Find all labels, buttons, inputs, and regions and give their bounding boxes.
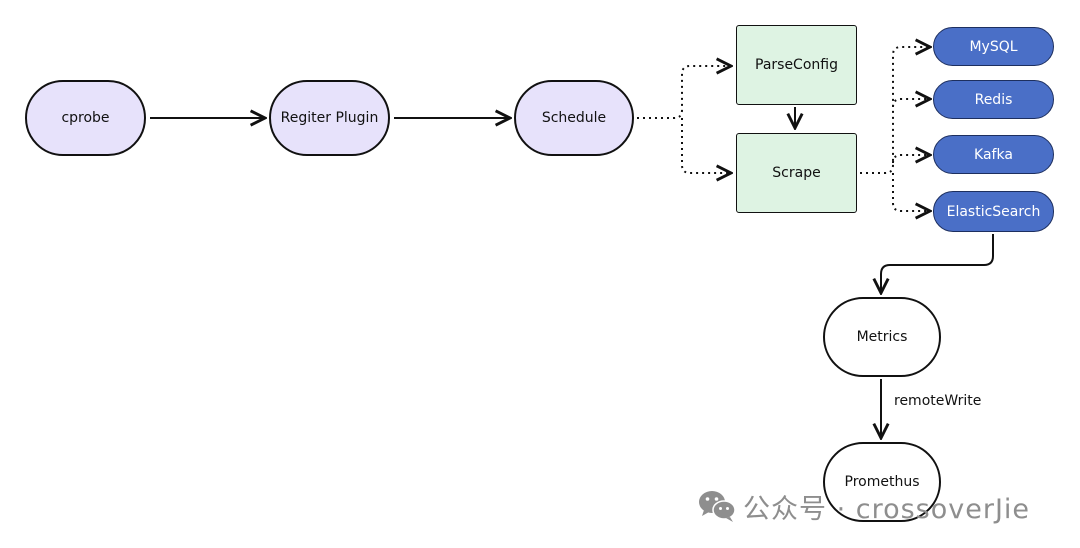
node-kafka[interactable]: Kafka bbox=[933, 135, 1054, 174]
node-schedule-label: Schedule bbox=[541, 110, 607, 126]
node-register-plugin[interactable]: Regiter Plugin bbox=[269, 80, 390, 156]
node-parse-config-label: ParseConfig bbox=[755, 57, 838, 73]
edge-schedule-to-scrape bbox=[681, 118, 731, 173]
node-kafka-label: Kafka bbox=[974, 146, 1013, 163]
watermark-text: 公众号 · crossoverJie bbox=[743, 493, 1031, 525]
edge-label-remote-write: remoteWrite bbox=[894, 393, 982, 409]
edge-scrape-to-mysql bbox=[860, 47, 930, 174]
node-schedule[interactable]: Schedule bbox=[514, 80, 634, 156]
node-elasticsearch-label: ElasticSearch bbox=[946, 203, 1041, 220]
node-register-plugin-label: Regiter Plugin bbox=[280, 110, 379, 126]
edge-scrape-to-kafka bbox=[892, 155, 930, 163]
node-promethus-label: Promethus bbox=[844, 474, 920, 490]
node-mysql[interactable]: MySQL bbox=[933, 27, 1054, 66]
wechat-icon bbox=[699, 491, 736, 522]
edge-scrape-to-redis bbox=[892, 99, 930, 107]
node-redis-label: Redis bbox=[974, 91, 1013, 108]
node-metrics[interactable]: Metrics bbox=[823, 297, 941, 377]
node-cprobe-label: cprobe bbox=[61, 110, 110, 126]
edge-elasticsearch-to-metrics bbox=[881, 234, 994, 293]
node-parse-config[interactable]: ParseConfig bbox=[736, 25, 857, 105]
node-scrape-label: Scrape bbox=[772, 165, 821, 181]
node-elasticsearch[interactable]: ElasticSearch bbox=[933, 191, 1054, 232]
node-scrape[interactable]: Scrape bbox=[736, 133, 857, 213]
node-cprobe[interactable]: cprobe bbox=[25, 80, 146, 156]
node-promethus[interactable]: Promethus bbox=[823, 442, 941, 522]
node-metrics-label: Metrics bbox=[856, 329, 908, 345]
watermark: 公众号 · crossoverJie bbox=[697, 486, 1030, 526]
node-redis[interactable]: Redis bbox=[933, 80, 1054, 119]
edge-scrape-to-elasticsearch bbox=[892, 173, 930, 211]
edge-schedule-to-parseconfig bbox=[637, 66, 731, 119]
node-mysql-label: MySQL bbox=[969, 38, 1018, 55]
